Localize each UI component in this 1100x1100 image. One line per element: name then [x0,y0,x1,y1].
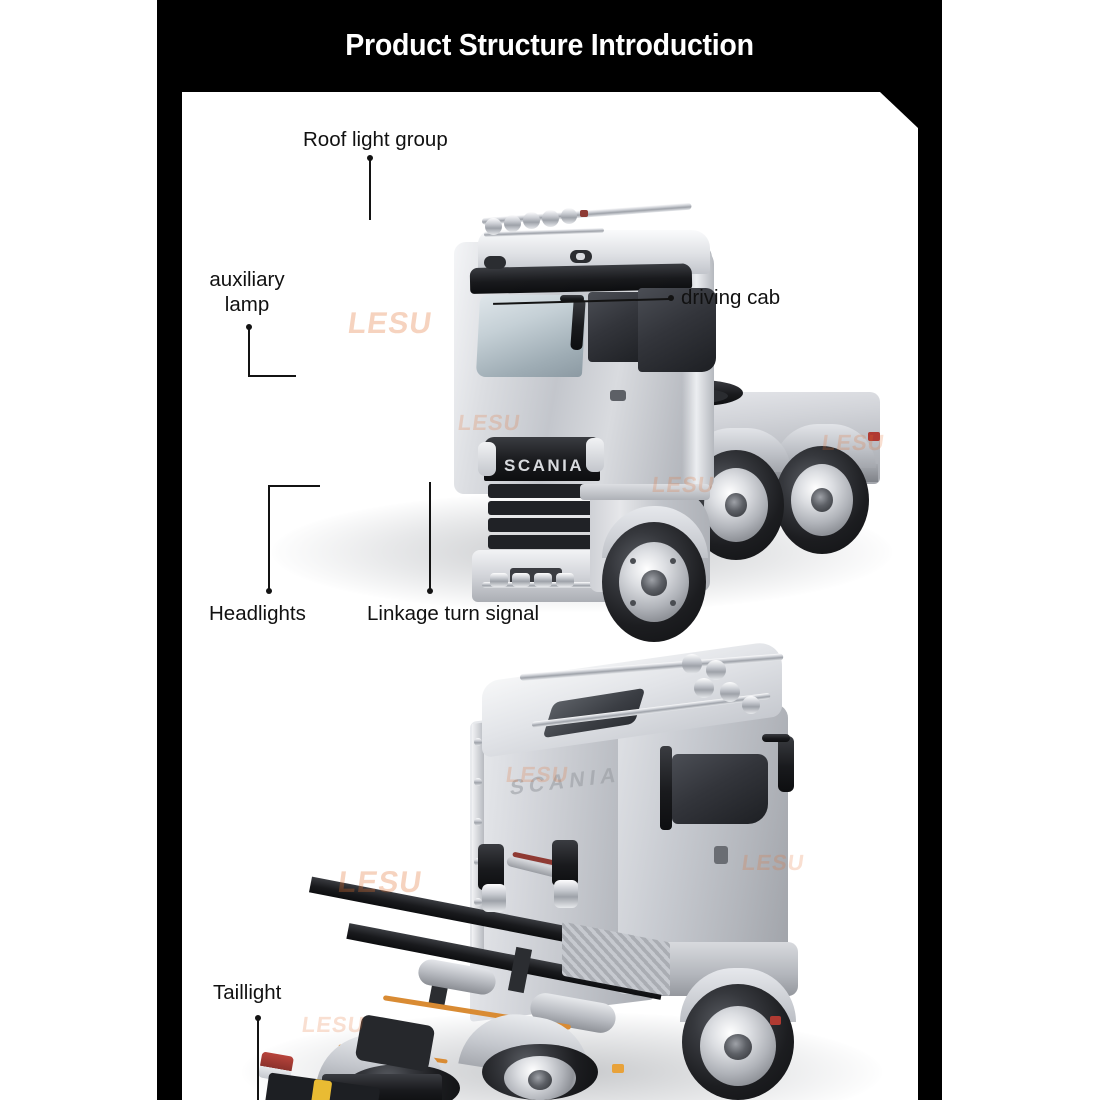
mirror-arm [762,734,790,742]
truck-rear-view-figure: SCANIA [182,612,918,1100]
front-hub [641,570,667,596]
page-title: Product Structure Introduction [345,27,754,62]
b-pillar-trim [660,746,672,830]
front-lug-nut-3 [630,600,636,606]
roof-spotlight-4 [542,210,559,227]
front-lug-nut-1 [630,558,636,564]
watermark: LESU [335,866,425,899]
label-taillight: Taillight [213,981,282,1004]
cab-side-skirt [580,484,710,500]
truck-front-view-figure: SCANIA [182,92,918,642]
hinge-bolt-5 [474,898,482,906]
auxiliary-lamp-4 [556,573,574,587]
leader-dot-driving-cab [668,295,674,301]
roof-spotlight-2 [706,660,726,680]
door-window [672,754,768,824]
air-bellows-left [482,884,506,912]
leader-line-headlights-horizontal [268,485,320,487]
cab-door-handle [714,846,728,864]
grille-slat-3 [488,518,600,532]
grille-slat-4 [488,535,600,549]
side-marker-lamp-amber [612,1064,624,1073]
front-hub [724,1034,752,1060]
label-headlights: Headlights [209,602,306,625]
roof-marker-lamp-red [580,210,588,217]
leader-line-roof-light-group [369,158,371,220]
hinge-bolt-2 [474,778,482,786]
headlight-left [478,442,496,476]
rear-hub-1 [528,1070,552,1090]
front-lug-nut-4 [670,600,676,606]
suspension-mount-right [552,840,578,886]
leader-line-auxiliary-lamp-horizontal [248,375,296,377]
auxiliary-lamp-3 [534,573,552,587]
leader-dot-headlights [266,588,272,594]
leader-line-linkage-turn-signal [429,482,431,590]
rear-reflector [868,432,880,441]
label-driving-cab: driving cab [681,286,781,309]
watermark: LESU [650,472,717,497]
hinge-bolt-3 [474,818,482,826]
roof-spotlight-5 [742,696,760,714]
watermark: LESU [504,762,571,787]
sleeper-side-window [638,288,716,372]
roof-spotlight-2 [504,215,521,232]
leader-line-headlights-vertical [268,485,270,589]
leader-dot-auxiliary-lamp [246,324,252,330]
leader-line-taillight [257,1018,259,1100]
label-auxiliary-lamp-line2: lamp [224,293,270,316]
visor-lamp-left [484,256,506,269]
auxiliary-lamp-2 [512,573,530,587]
label-auxiliary-lamp-line1: auxiliary [209,268,285,291]
yellow-marker-1 [309,1078,333,1100]
watermark: LESU [300,1012,367,1037]
watermark: LESU [820,430,887,455]
roof-spotlight-1 [485,218,502,235]
visor-lamp-right-lens [576,253,585,260]
roof-spotlight-1 [682,654,702,674]
headlight-right [586,438,604,472]
door-handle [610,390,626,401]
roof-spotlight-3 [694,678,714,698]
suspension-mount-left [478,844,504,890]
roof-spotlight-5 [561,208,577,224]
windscreen [475,295,587,377]
roof-spotlight-4 [720,682,740,702]
grille-slat-1 [488,484,600,498]
watermark: LESU [740,850,807,875]
air-bellows-right [554,880,578,908]
watermark: LESU [456,410,523,435]
side-marker-lamp-red [770,1016,781,1025]
hinge-bolt-1 [474,738,482,746]
label-linkage-turn-signal: Linkage turn signal [367,602,540,625]
rear-hub-1 [725,493,747,517]
label-roof-light-group: Roof light group [303,128,448,151]
front-grille-upper-panel [484,437,600,481]
leader-line-auxiliary-lamp-vertical [248,328,250,376]
auxiliary-lamp-1 [490,573,508,587]
content-panel: SCANIA [182,92,918,1100]
side-mirror [778,736,794,792]
rear-hub-2 [811,488,833,512]
front-lug-nut-2 [670,558,676,564]
leader-dot-linkage-turn-signal [427,588,433,594]
watermark: LESU [345,307,435,340]
mirror-arm [560,295,584,302]
roof-spotlight-3 [523,212,540,229]
grille-slat-2 [488,501,600,515]
brand-wordmark: SCANIA [504,456,585,475]
